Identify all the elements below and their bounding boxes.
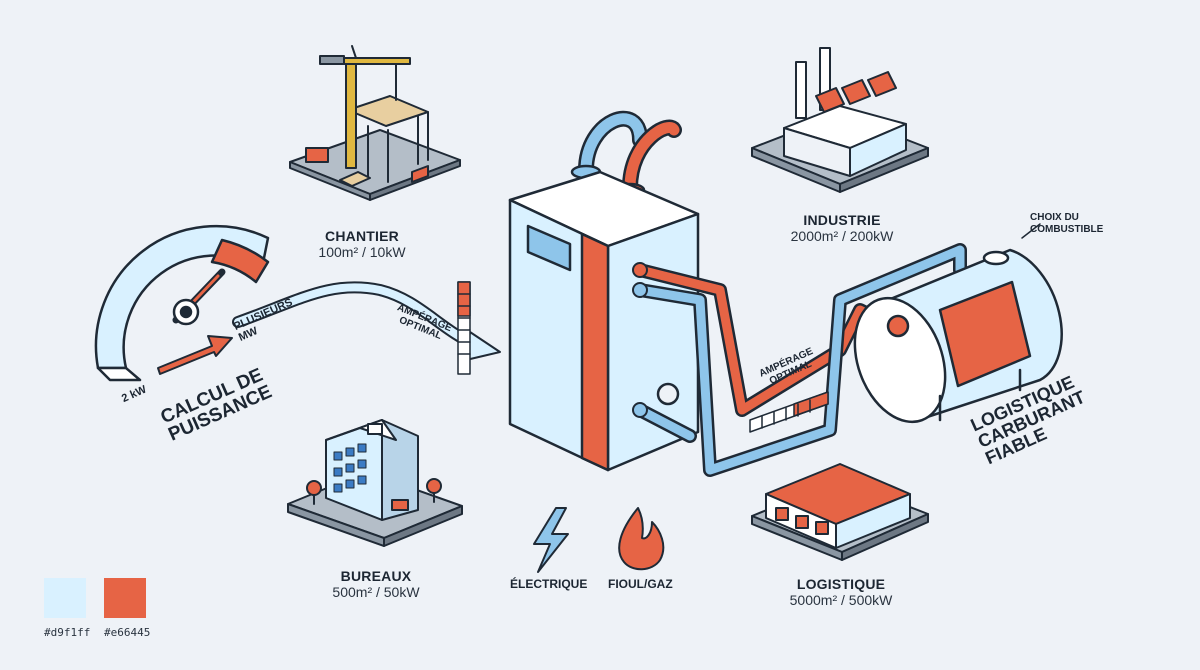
office-building-icon (287, 419, 463, 547)
site-title: BUREAUX (340, 568, 412, 584)
site-spec: 500m² / 50kW (332, 584, 420, 601)
construction-crane-icon (289, 45, 461, 201)
energy-fuel-label: FIOUL/GAZ (608, 577, 673, 591)
flame-icon (618, 507, 665, 571)
site-spec: 5000m² / 500kW (789, 592, 893, 609)
warehouse-icon (751, 463, 929, 561)
site-bureaux: BUREAUX 500m² / 50kW (306, 568, 446, 600)
color-swatch-accent (104, 578, 146, 618)
swatch-accent-label: #e66445 (104, 626, 151, 639)
site-spec: 2000m² / 200kW (790, 228, 894, 245)
site-title: INDUSTRIE (803, 212, 881, 228)
lightning-bolt-icon (533, 507, 569, 573)
factory-icon (751, 47, 929, 193)
fuel-choice-label: CHOIX DU COMBUSTIBLE (1030, 212, 1104, 235)
energy-electric-label: ÉLECTRIQUE (510, 577, 588, 591)
amperage-scale-right (749, 391, 829, 433)
power-gauge-icon (94, 224, 270, 382)
amperage-scale-left (457, 281, 471, 375)
site-title: LOGISTIQUE (796, 576, 886, 592)
power-arrow-icon (157, 335, 233, 375)
color-swatch-light (44, 578, 86, 618)
site-spec: 100m² / 10kW (318, 244, 406, 261)
site-logistique: LOGISTIQUE 5000m² / 500kW (766, 576, 916, 608)
site-title: CHANTIER (325, 228, 399, 244)
site-chantier: CHANTIER 100m² / 10kW (292, 228, 432, 260)
fuel-tank-icon (853, 223, 1063, 424)
swatch-light-label: #d9f1ff (44, 626, 91, 639)
site-industrie: INDUSTRIE 2000m² / 200kW (772, 212, 912, 244)
